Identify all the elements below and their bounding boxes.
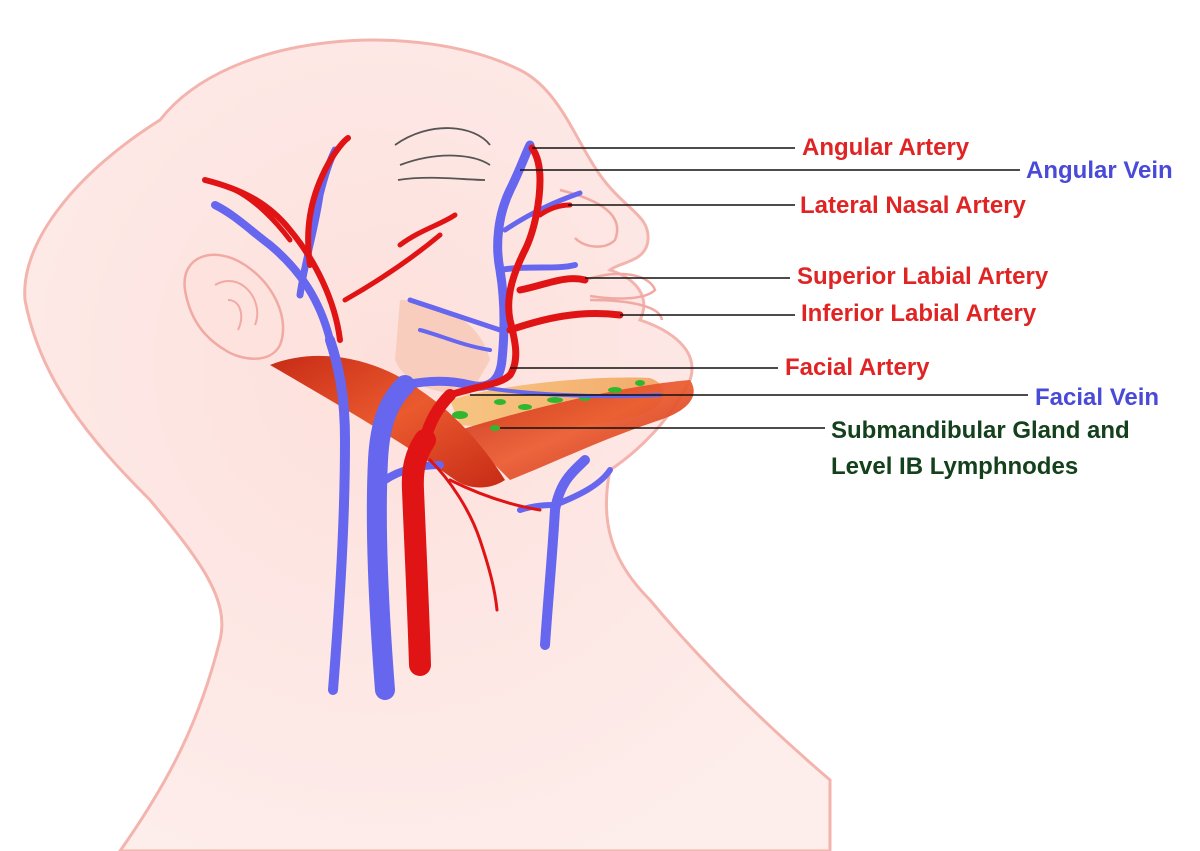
retromandibular-vein: [211, 201, 334, 344]
nose-outline: [559, 188, 619, 248]
arteries: [202, 135, 624, 676]
internal-jugular-vein: [366, 375, 415, 700]
masseter-area: [395, 300, 490, 395]
external-jugular-vein: [325, 335, 351, 695]
label-submandibular-gland: Submandibular Gland and Level IB Lymphno…: [831, 413, 1130, 485]
ear: [183, 253, 285, 360]
common-carotid-artery: [401, 429, 436, 676]
facial-artery: [446, 144, 544, 399]
inferior-labial-artery: [506, 310, 624, 334]
lips-outline: [584, 272, 664, 321]
ear-inner-fold: [214, 280, 259, 331]
label-facial-vein: Facial Vein: [1035, 384, 1160, 411]
lateral-nasal-artery: [537, 202, 573, 218]
label-inferior-labial-artery: Inferior Labial Artery: [801, 300, 1037, 327]
label-angular-artery: Angular Artery: [802, 134, 970, 161]
superior-labial-artery: [516, 275, 589, 294]
facial-vein: [400, 140, 535, 391]
label-facial-artery: Facial Artery: [785, 354, 930, 381]
anterior-jugular-vein: [540, 455, 590, 650]
label-gland-line-2: Level IB Lymphnodes: [831, 453, 1079, 480]
leader-lines: [470, 147, 1028, 429]
eye: [394, 127, 491, 181]
label-superior-labial-artery: Superior Labial Artery: [797, 263, 1049, 290]
mylohyoid-muscle: [460, 380, 694, 480]
label-lateral-nasal-artery: Lateral Nasal Artery: [800, 192, 1026, 219]
label-angular-vein: Angular Vein: [1026, 157, 1173, 184]
label-gland-line-1: Submandibular Gland and: [831, 417, 1130, 444]
